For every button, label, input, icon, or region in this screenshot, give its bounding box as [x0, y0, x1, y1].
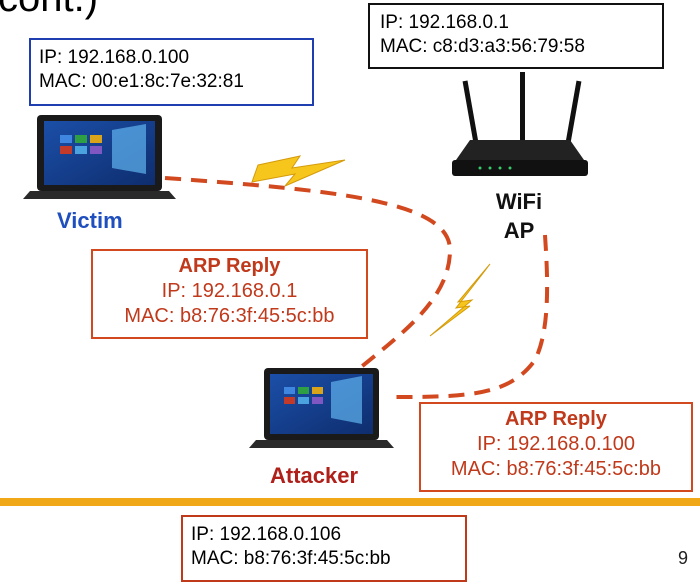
slide-divider	[0, 498, 700, 506]
arp-reply-ip: IP: 192.168.0.1	[161, 280, 298, 302]
slide-title-fragment: cont.)	[0, 0, 98, 18]
attacker-laptop-icon	[249, 368, 394, 448]
victim-laptop-icon	[23, 115, 176, 199]
router-address-box: IP: 192.168.0.1 MAC: c8:d3:a3:56:79:58	[368, 3, 664, 69]
victim-ip: IP: 192.168.0.100	[39, 47, 190, 68]
lightning-bolt-icon-2	[429, 263, 491, 337]
attacker-mac: MAC: b8:76:3f:45:5c:bb	[191, 548, 391, 569]
arp-reply-ip: IP: 192.168.0.100	[477, 433, 635, 455]
router-label-line1: WiFi	[495, 189, 543, 214]
attacker-label: Attacker	[270, 463, 359, 488]
router-attacker-link	[394, 234, 550, 399]
lightning-bolt-icon-1	[251, 155, 346, 187]
attacker-ip: IP: 192.168.0.106	[191, 524, 342, 545]
arp-reply-to-victim-box: ARP Reply IP: 192.168.0.1 MAC: b8:76:3f:…	[91, 249, 368, 339]
router-label-line2: AP	[503, 218, 535, 243]
router-icon	[452, 72, 588, 176]
page-number: 9	[677, 548, 688, 568]
victim-label: Victim	[57, 208, 123, 233]
victim-mac: MAC: 00:e1:8c:7e:32:81	[39, 71, 244, 92]
attacker-address-box: IP: 192.168.0.106 MAC: b8:76:3f:45:5c:bb	[181, 515, 467, 582]
router-label: WiFi AP	[486, 187, 552, 245]
arp-reply-mac: MAC: b8:76:3f:45:5c:bb	[450, 458, 662, 480]
victim-attacker-link	[164, 176, 453, 374]
arp-reply-to-router-box: ARP Reply IP: 192.168.0.100 MAC: b8:76:3…	[419, 402, 693, 492]
victim-address-box: IP: 192.168.0.100 MAC: 00:e1:8c:7e:32:81	[29, 38, 314, 106]
arp-reply-mac: MAC: b8:76:3f:45:5c:bb	[124, 305, 335, 327]
arp-reply-heading: ARP Reply	[178, 255, 281, 277]
arp-reply-heading: ARP Reply	[505, 408, 607, 430]
router-mac: MAC: c8:d3:a3:56:79:58	[380, 36, 585, 57]
router-ip: IP: 192.168.0.1	[380, 12, 509, 33]
